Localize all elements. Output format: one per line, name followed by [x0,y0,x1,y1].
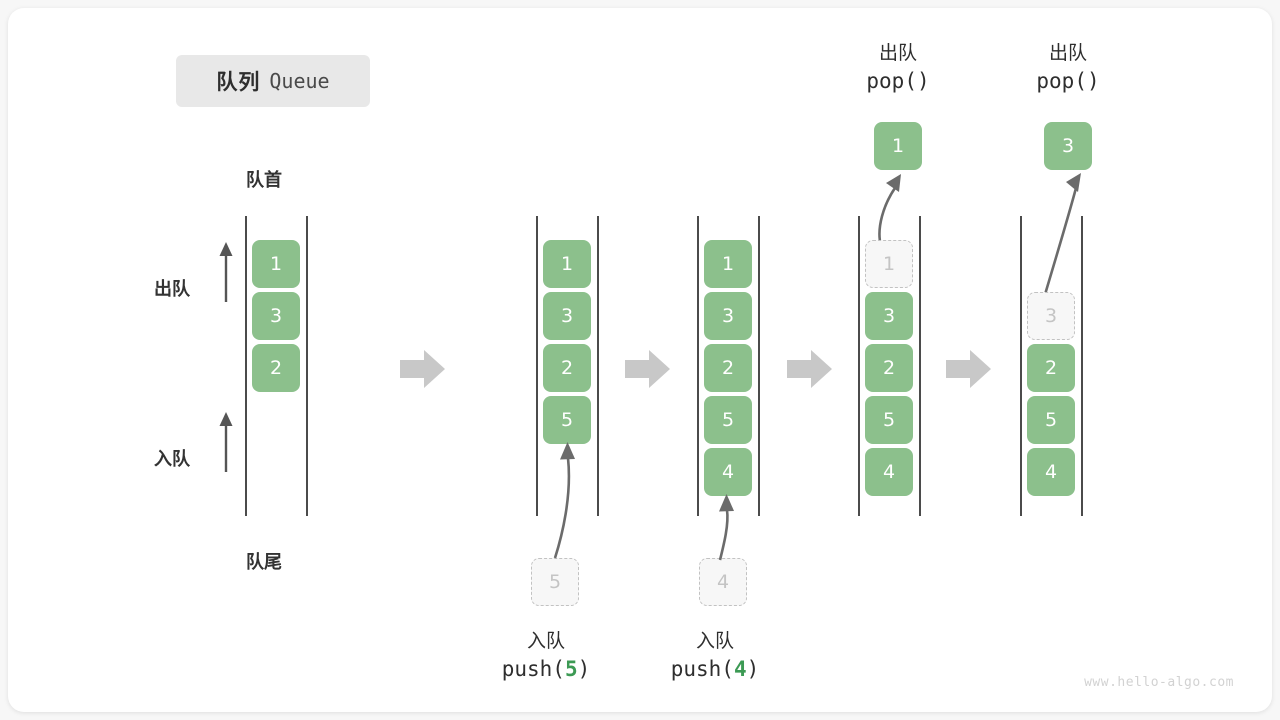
step-arrow [787,350,832,388]
pop-1-caption-cn: 出队 [878,42,917,64]
push-5-caption-code: push(5) [501,657,591,681]
queue-rail-left [697,216,699,516]
push-4-caption: 入队 push(4) [620,628,810,684]
queue-cell: 2 [252,344,300,392]
queue-cell: 2 [1027,344,1075,392]
queue-rail-left [245,216,247,516]
queue-rail-left [536,216,538,516]
queue-cell: 2 [865,344,913,392]
ghost-cell: 5 [531,558,579,606]
push-5-caption-cn: 入队 [526,630,565,652]
push-4-caption-cn: 入队 [695,630,734,652]
queue-cell: 2 [704,344,752,392]
queue-rail-right [758,216,760,516]
queue-rail-right [919,216,921,516]
pop-flow-arrow [878,174,901,247]
pop-3-caption: 出队 pop() [998,40,1138,96]
queue-rail-right [1081,216,1083,516]
queue-cell: 3 [865,292,913,340]
queue-cell-new: 5 [543,396,591,444]
queue-rail-left [1020,216,1022,516]
watermark: www.hello-algo.com [1084,675,1234,690]
queue-cell-new: 4 [704,448,752,496]
queue-cell: 1 [704,240,752,288]
diagram-card: 队列 Queue 队首 队尾 出队 入队 1 3 2 1 3 [8,8,1272,712]
pop-1-caption: 出队 pop() [828,40,968,96]
queue-cell: 1 [252,240,300,288]
queue-cell: 2 [543,344,591,392]
ghost-cell: 1 [865,240,913,288]
queue-cell: 3 [252,292,300,340]
push-5-caption: 入队 push(5) [451,628,641,684]
push-flow-arrow [718,494,734,561]
step-arrow [946,350,991,388]
queue-cell: 4 [1027,448,1075,496]
step-arrow [625,350,670,388]
ghost-cell: 3 [1027,292,1075,340]
title-cn: 队列 [216,70,261,94]
push-flow-arrow [553,442,575,559]
dequeue-direction-arrow [219,242,233,302]
label-rear: 队尾 [246,552,282,573]
queue-cell: 3 [704,292,752,340]
title-en: Queue [269,69,330,93]
ghost-cell: 4 [699,558,747,606]
popped-cell: 3 [1044,122,1092,170]
queue-cell: 4 [865,448,913,496]
pop-3-caption-cn: 出队 [1048,42,1087,64]
label-enqueue-direction: 入队 [154,449,190,470]
pop-1-caption-code: pop() [866,69,930,93]
label-dequeue-direction: 出队 [154,279,190,300]
queue-cell: 5 [704,396,752,444]
queue-rail-right [597,216,599,516]
queue-rail-left [858,216,860,516]
enqueue-direction-arrow [219,412,233,472]
queue-cell: 5 [865,396,913,444]
queue-cell: 5 [1027,396,1075,444]
title-badge: 队列 Queue [176,55,370,107]
queue-rail-right [306,216,308,516]
pop-3-caption-code: pop() [1036,69,1100,93]
step-arrow [400,350,445,388]
popped-cell: 1 [874,122,922,170]
pop-flow-arrow [1042,173,1081,299]
queue-cell: 3 [543,292,591,340]
label-front: 队首 [246,170,282,191]
queue-cell: 1 [543,240,591,288]
push-4-caption-code: push(4) [670,657,760,681]
